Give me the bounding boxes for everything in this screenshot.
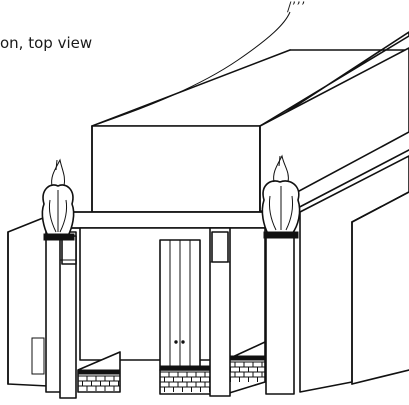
right-extension — [289, 149, 409, 393]
middle-pillar — [209, 227, 231, 397]
figure-caption: on, top view — [0, 34, 93, 52]
right-pillar — [265, 231, 295, 395]
left-pillar — [45, 231, 77, 399]
brick-base-left — [77, 351, 121, 393]
brick-base-center — [159, 365, 213, 395]
brick-base-right — [225, 341, 266, 395]
left-capital — [41, 158, 75, 241]
upper-roof-block — [91, 31, 409, 213]
callout-label: /’’’ — [287, 0, 306, 15]
callout-leader-line — [97, 11, 291, 125]
door — [159, 239, 201, 371]
right-capital — [261, 154, 301, 239]
left-back-wall — [7, 215, 49, 387]
